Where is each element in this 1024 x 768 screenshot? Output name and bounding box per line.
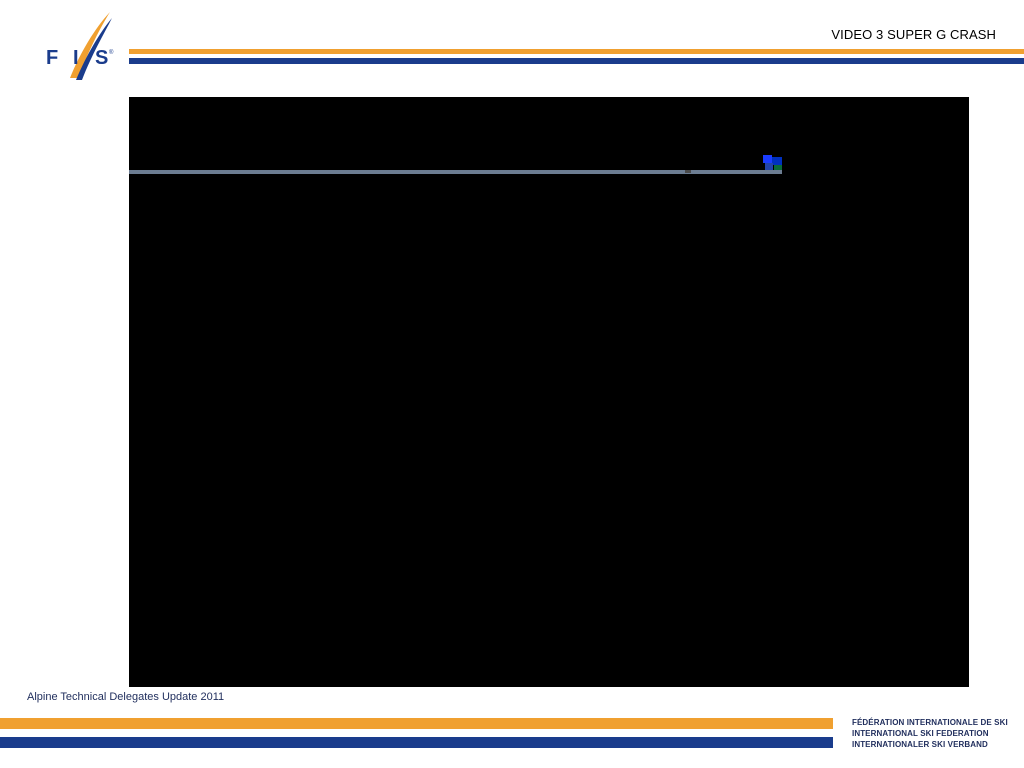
- header-stripe-gap: [129, 54, 1024, 58]
- video-artifact-line: [129, 170, 782, 174]
- federation-name-en: INTERNATIONAL SKI FEDERATION: [852, 729, 989, 738]
- federation-name-de: INTERNATIONALER SKI VERBAND: [852, 740, 988, 749]
- video-artifact-block: [763, 155, 782, 171]
- federation-name-fr: FÉDÉRATION INTERNATIONALE DE SKI: [852, 718, 1008, 727]
- federation-names: FÉDÉRATION INTERNATIONALE DE SKI INTERNA…: [852, 717, 1008, 750]
- header-stripe-blue: [129, 58, 1024, 64]
- video-artifact-dot: [685, 170, 691, 173]
- svg-text:®: ®: [109, 49, 114, 56]
- fis-logo: F I S ®: [40, 8, 120, 84]
- footer-stripe-gap: [0, 729, 833, 737]
- header-stripe-orange: [129, 49, 1024, 54]
- video-player[interactable]: [129, 97, 969, 687]
- presentation-title: Alpine Technical Delegates Update 2011: [27, 691, 225, 703]
- svg-text:F: F: [46, 47, 58, 69]
- footer-stripe-blue: [0, 737, 833, 748]
- svg-text:I: I: [73, 47, 79, 69]
- footer-stripe-orange: [0, 718, 833, 729]
- slide-title: VIDEO 3 SUPER G CRASH: [831, 27, 996, 42]
- svg-text:S: S: [95, 47, 108, 69]
